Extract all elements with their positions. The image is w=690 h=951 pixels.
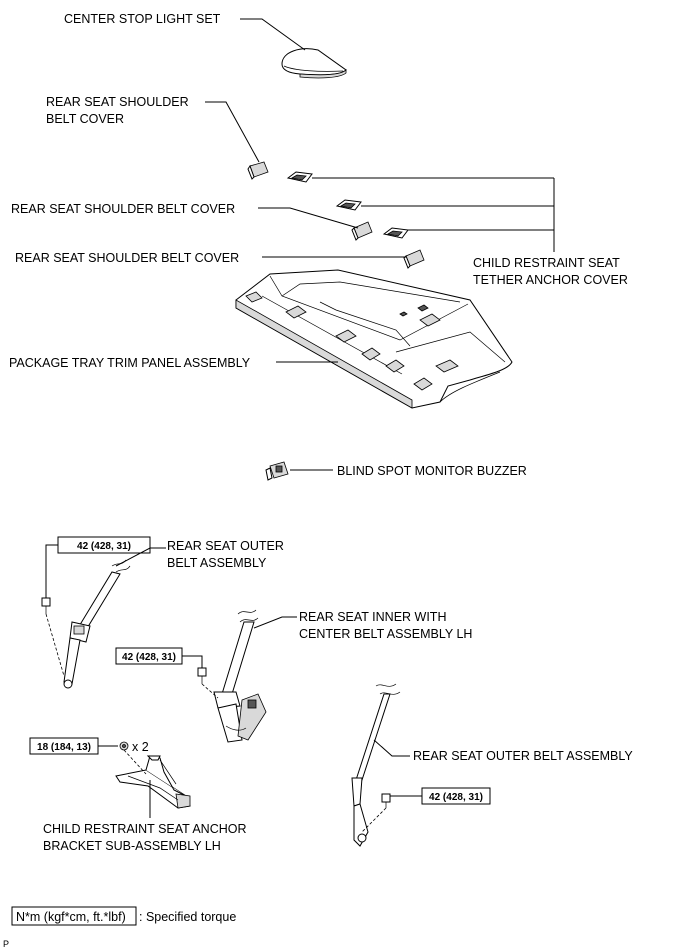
rear-seat-outer-belt-left (41, 559, 131, 689)
torque-box-outer-left: 42 (428, 31) (57, 536, 151, 554)
legend-text: : Specified torque (139, 910, 236, 924)
leader-shoulder-cover-2 (258, 207, 359, 229)
leader-shoulder-cover-1 (205, 101, 260, 163)
rear-seat-inner-center-belt-lh (197, 609, 267, 743)
anchor-bolt-quantity: x 2 (132, 740, 149, 754)
label-anchor-bracket-line1: CHILD RESTRAINT SEAT ANCHOR (43, 822, 247, 836)
torque-outer-right-value: 42 (428, 31) (429, 792, 483, 803)
center-stop-light-set (281, 48, 347, 79)
label-buzzer: BLIND SPOT MONITOR BUZZER (337, 464, 527, 478)
label-package-tray: PACKAGE TRAY TRIM PANEL ASSEMBLY (9, 356, 251, 370)
torque-outer-left-value: 42 (428, 31) (77, 541, 131, 552)
rear-seat-outer-belt-right (351, 683, 401, 847)
legend-unit: N*m (kgf*cm, ft.*lbf) (16, 910, 126, 924)
label-center-stop-light: CENTER STOP LIGHT SET (64, 12, 221, 26)
label-outer-belt-right: REAR SEAT OUTER BELT ASSEMBLY (413, 749, 633, 763)
label-tether-cover-line2: TETHER ANCHOR COVER (473, 273, 628, 287)
tether-anchor-cover-3 (382, 227, 409, 239)
torque-inner-value: 42 (428, 31) (122, 652, 176, 663)
rear-seat-shoulder-belt-cover-lower (403, 249, 425, 269)
leader-outer-belt-left (115, 547, 166, 567)
leader-torque-outer-left (45, 544, 58, 598)
tether-leader-bracket (312, 177, 555, 252)
corner-mark: P (3, 939, 9, 949)
torque-box-inner: 42 (428, 31) (115, 647, 183, 665)
torque-anchor-value: 18 (184, 13) (37, 742, 91, 753)
rear-seat-shoulder-belt-cover-middle (351, 221, 373, 241)
child-restraint-anchor-bracket-lh (115, 741, 191, 809)
torque-box-outer-right: 42 (428, 31) (421, 787, 491, 805)
label-outer-belt-left-line1: REAR SEAT OUTER (167, 539, 284, 553)
label-outer-belt-left-line2: BELT ASSEMBLY (167, 556, 267, 570)
label-shoulder-cover-1-line2: BELT COVER (46, 112, 124, 126)
rear-seat-shoulder-belt-cover-upper (247, 161, 269, 180)
package-tray-trim-panel-assembly (235, 269, 513, 409)
tether-anchor-cover-2 (335, 199, 362, 211)
leader-torque-inner (182, 655, 203, 668)
label-anchor-bracket-line2: BRACKET SUB-ASSEMBLY LH (43, 839, 221, 853)
torque-box-anchor: 18 (184, 13) (29, 737, 99, 755)
blind-spot-monitor-buzzer (265, 461, 289, 481)
label-inner-belt-line1: REAR SEAT INNER WITH (299, 610, 446, 624)
leader-outer-belt-right (373, 739, 410, 757)
label-tether-cover-line1: CHILD RESTRAINT SEAT (473, 256, 620, 270)
leader-center-stop-light (240, 18, 306, 51)
label-shoulder-cover-3: REAR SEAT SHOULDER BELT COVER (15, 251, 239, 265)
torque-legend: N*m (kgf*cm, ft.*lbf) : Specified torque (11, 906, 236, 926)
leader-inner-belt (253, 616, 297, 629)
tether-anchor-cover-1 (286, 171, 313, 183)
label-shoulder-cover-1-line1: REAR SEAT SHOULDER (46, 95, 189, 109)
label-shoulder-cover-2: REAR SEAT SHOULDER BELT COVER (11, 202, 235, 216)
label-inner-belt-line2: CENTER BELT ASSEMBLY LH (299, 627, 472, 641)
